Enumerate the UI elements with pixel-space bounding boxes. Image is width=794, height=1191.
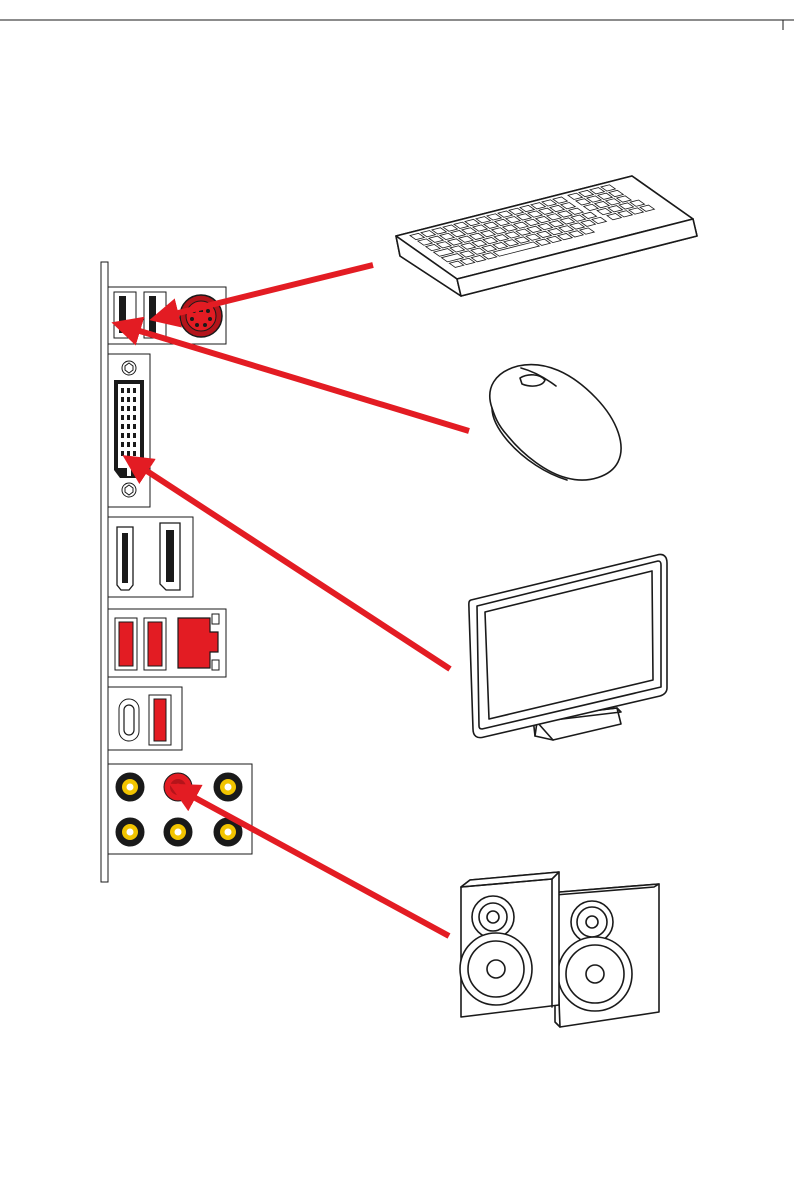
- mouse-icon: [490, 365, 621, 480]
- keyboard-icon: [396, 176, 697, 296]
- usb-c-port: [119, 699, 139, 741]
- speakers-icon: [460, 872, 659, 1027]
- audio-jack: [164, 818, 192, 846]
- usb-port-5: [149, 695, 171, 745]
- usb-lan-group: [108, 609, 226, 677]
- audio-jack-group: [108, 764, 252, 854]
- audio-jack: [214, 773, 242, 801]
- dvi-port: [108, 354, 150, 507]
- lan-port: [178, 614, 219, 670]
- usbc-group: [108, 687, 182, 750]
- hdmi-port: [117, 527, 133, 590]
- usb-port-3: [115, 618, 137, 670]
- arrow-mouse-to-usb: [120, 325, 469, 431]
- arrow-speakers-to-audio: [177, 788, 449, 936]
- monitor-icon: [469, 554, 667, 740]
- audio-jack: [116, 818, 144, 846]
- usb-port-4: [144, 618, 166, 670]
- speaker-right: [555, 884, 659, 1027]
- video-out-group: [108, 517, 193, 597]
- audio-jack: [116, 773, 144, 801]
- displayport-port: [160, 523, 180, 590]
- speaker-left: [460, 872, 559, 1017]
